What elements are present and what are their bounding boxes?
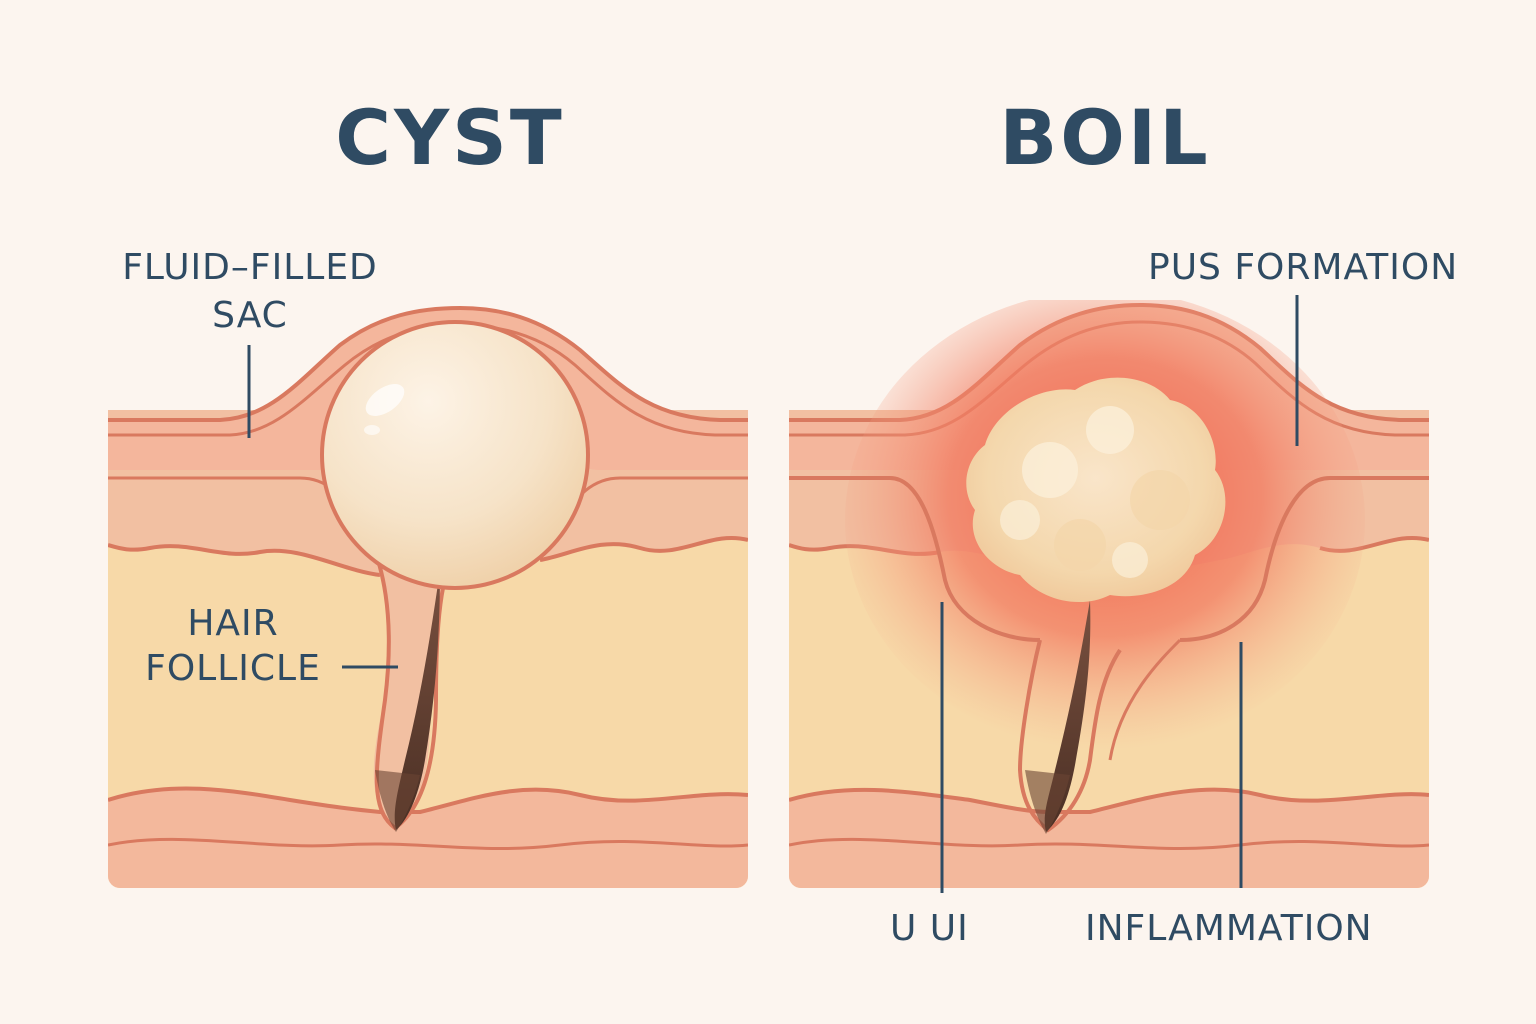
fluid-filled-sac-label-line1: FLUID–FILLED bbox=[122, 247, 378, 288]
cyst-title: CYST bbox=[335, 93, 565, 182]
pus-formation-label: PUS FORMATION bbox=[1148, 247, 1459, 288]
cyst-panel bbox=[108, 305, 748, 888]
hair-follicle-label-line2: FOLLICLE bbox=[145, 648, 321, 689]
callout-lines bbox=[247, 295, 1299, 893]
boil-bottom-left-label: U UI bbox=[890, 908, 969, 949]
hair-follicle-label-line1: HAIR bbox=[187, 603, 279, 644]
boil-title: BOIL bbox=[999, 93, 1211, 182]
boil-panel bbox=[789, 300, 1429, 888]
inflammation-label: INFLAMMATION bbox=[1085, 908, 1373, 949]
fluid-filled-sac-label-line2: SAC bbox=[212, 295, 288, 336]
